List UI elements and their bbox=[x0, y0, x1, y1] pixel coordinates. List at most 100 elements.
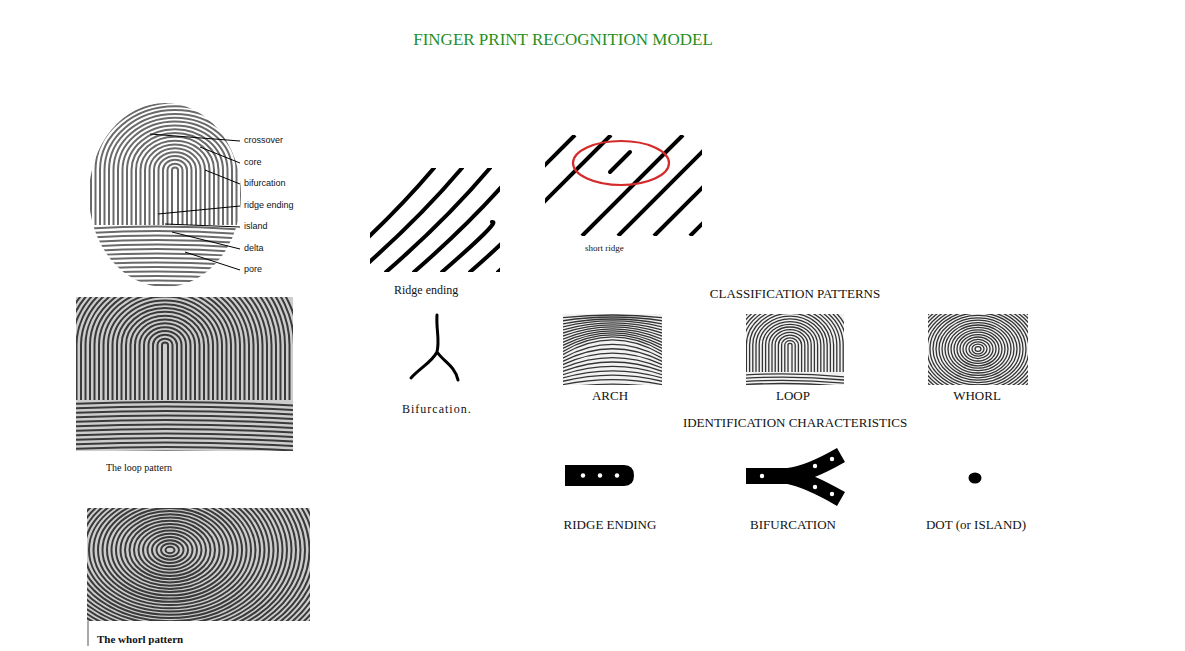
ridge-line bbox=[778, 335, 801, 372]
bifurcation-symbol bbox=[746, 455, 841, 499]
ridge-line bbox=[975, 347, 981, 352]
ridge-line bbox=[98, 508, 242, 602]
ridge-line bbox=[76, 297, 276, 400]
section-heading: IDENTIFICATION CHARACTERISTICS bbox=[683, 416, 907, 429]
ridge-line bbox=[87, 508, 310, 621]
ridge-line bbox=[159, 156, 192, 225]
ridge-line bbox=[87, 508, 310, 621]
ridge-line bbox=[109, 114, 241, 225]
ridge-line bbox=[963, 337, 993, 361]
ridge-line bbox=[132, 133, 219, 225]
ridge-line bbox=[746, 314, 837, 372]
ridge-line bbox=[386, 168, 490, 272]
ridge-line bbox=[930, 314, 1026, 385]
ridge-line bbox=[470, 168, 500, 272]
ridge-line bbox=[76, 297, 263, 400]
ridge-line bbox=[76, 447, 293, 451]
ridge-line bbox=[928, 314, 1028, 385]
ridge-line bbox=[933, 314, 1023, 385]
ridge-line bbox=[76, 429, 293, 433]
ridge-line bbox=[94, 508, 247, 605]
ridge-line bbox=[82, 91, 268, 225]
ridge-line bbox=[125, 518, 215, 583]
ridge-line bbox=[960, 335, 996, 364]
whorl-thumbnail bbox=[928, 314, 1028, 385]
ridge-line bbox=[939, 318, 1017, 380]
pore-dot bbox=[581, 473, 585, 477]
pore-dot bbox=[760, 474, 764, 478]
ridge-line bbox=[131, 316, 200, 400]
ridge-line bbox=[954, 330, 1002, 368]
ridge-line bbox=[76, 297, 267, 400]
short-ridge bbox=[610, 152, 630, 172]
ridge-line bbox=[746, 380, 844, 383]
leader-line bbox=[150, 134, 240, 141]
ridge-line bbox=[746, 314, 844, 372]
leader-lines bbox=[150, 134, 240, 270]
ridge-line bbox=[87, 508, 274, 621]
feature-caption: BIFURCATION bbox=[750, 518, 836, 531]
section-heading: CLASSIFICATION PATTERNS bbox=[710, 287, 880, 300]
ridge-line bbox=[928, 314, 1028, 385]
ridge-line bbox=[95, 297, 236, 400]
ridge-line bbox=[936, 315, 1020, 382]
loop-image bbox=[76, 297, 293, 451]
leader-line bbox=[205, 170, 240, 184]
ridge-line bbox=[130, 521, 211, 579]
ridge-line bbox=[87, 95, 264, 225]
ridge-line bbox=[87, 508, 310, 621]
part-label: pore bbox=[243, 265, 263, 274]
ridge-line bbox=[114, 118, 237, 225]
ridge-line bbox=[498, 168, 500, 272]
pore-dot bbox=[830, 492, 834, 496]
ridge-line bbox=[563, 349, 662, 363]
loop-thumbnail bbox=[746, 314, 844, 385]
pore-dot bbox=[830, 457, 834, 461]
leader-line bbox=[185, 252, 240, 270]
part-label: ridge ending bbox=[243, 201, 295, 210]
image-caption: short ridge bbox=[585, 244, 624, 253]
ridge-line bbox=[118, 122, 232, 225]
ridge-line bbox=[76, 297, 293, 400]
ridge-line bbox=[87, 508, 310, 621]
ridge-fork bbox=[746, 455, 841, 499]
ridge-line bbox=[775, 332, 805, 372]
ridge-line bbox=[87, 508, 310, 621]
ridge-line bbox=[87, 508, 301, 621]
leader-line bbox=[165, 224, 240, 227]
ridge-line bbox=[100, 106, 250, 225]
image-caption: Bifurcation. bbox=[402, 403, 472, 415]
diagram-title: FINGER PRINT RECOGNITION MODEL bbox=[413, 31, 713, 48]
ridge-line bbox=[746, 377, 844, 380]
ridge-line bbox=[928, 314, 1028, 385]
ridge-line bbox=[117, 304, 213, 400]
image-caption: The whorl pattern bbox=[97, 634, 183, 645]
ridge-line bbox=[928, 314, 1028, 385]
ridge-line bbox=[746, 314, 833, 372]
ridge-line bbox=[753, 314, 827, 372]
ridge-line bbox=[140, 323, 191, 400]
ridge-line bbox=[76, 411, 293, 415]
ridge-line bbox=[87, 508, 292, 621]
ridge-line bbox=[928, 314, 1028, 385]
ridge-ending-illustration bbox=[370, 168, 500, 272]
ridge-line bbox=[942, 320, 1014, 378]
ridge-line bbox=[76, 297, 293, 400]
ridge-line bbox=[135, 320, 195, 401]
bifurcation-symbol bbox=[411, 315, 458, 380]
ridge-line bbox=[769, 327, 811, 372]
ridge-line bbox=[87, 508, 310, 621]
ridge-line bbox=[76, 420, 293, 424]
ridge-line bbox=[945, 323, 1011, 376]
ridge-line bbox=[746, 314, 844, 372]
ridge-line bbox=[782, 338, 799, 372]
ridge-line bbox=[746, 314, 843, 372]
ridge-line bbox=[972, 344, 984, 354]
ridge-line bbox=[928, 314, 1028, 385]
ridge-line bbox=[134, 524, 206, 576]
fingerprint-image bbox=[80, 91, 268, 299]
ridge-line bbox=[969, 342, 987, 356]
leader-line bbox=[200, 147, 240, 163]
ridge-line bbox=[152, 537, 188, 563]
pore-dot bbox=[813, 485, 817, 489]
